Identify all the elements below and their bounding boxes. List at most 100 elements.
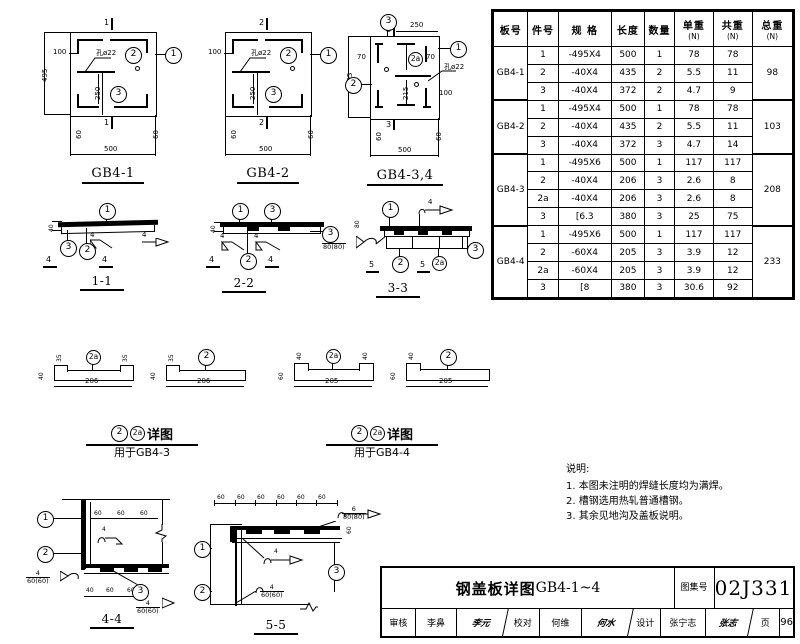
cell-unit-weight: 3.9 xyxy=(674,261,714,280)
right-edge xyxy=(162,499,163,525)
rib-block xyxy=(247,227,259,231)
cell-spec: [6.3 xyxy=(557,207,612,227)
dim-ext-bot-l xyxy=(70,115,71,156)
dim-thickness: 60 xyxy=(278,372,285,380)
drawing-title-cn: 钢盖板详图 xyxy=(455,579,536,598)
cell-sum-weight: 75 xyxy=(712,207,753,227)
cell-qty: 3 xyxy=(643,135,676,155)
section-cut-line-bottom xyxy=(393,119,395,130)
parts-table: 板号 件号 规 格 长度 数量 单重 (N) 共重 (N) 总重 xyxy=(491,9,795,300)
dim-bot-60-b: 60 xyxy=(127,587,135,594)
hole-note: 孔ø22 xyxy=(251,49,272,57)
dim-ext-d xyxy=(276,500,277,506)
weld-symbol-b xyxy=(254,239,286,259)
section-view-2-2: 1 3 3 2 40 4 4 4 4 xyxy=(192,198,357,298)
col-unit-weight-unit: (N) xyxy=(688,32,700,41)
cell-qty: 3 xyxy=(643,278,676,299)
cell-part-no: 3 xyxy=(527,81,559,101)
col-qty: 数量 xyxy=(643,11,676,47)
bubble-2: 2 xyxy=(37,546,54,563)
leader-bubble-1 xyxy=(389,216,390,227)
bottom-line xyxy=(210,604,310,605)
plate-underside xyxy=(223,227,321,234)
rib-seg xyxy=(269,106,303,108)
section-caption-2-2: 2-2 xyxy=(222,276,266,293)
dim-bot-60-a: 60 xyxy=(106,587,114,594)
wall-face-inner xyxy=(90,502,91,564)
dim-notch-right: 40 xyxy=(362,352,369,360)
detail-title-row: 2 2a 详图 xyxy=(86,424,198,446)
hole-note: 孔ø22 xyxy=(444,63,465,71)
corner-angle xyxy=(230,528,236,542)
leader-bubble-2a xyxy=(438,248,439,257)
rib-seg xyxy=(146,39,148,53)
title-block: 钢盖板详图 GB4-1~4 图集号 02J331 审核 李鼻 李元 校对 何维 … xyxy=(380,566,795,638)
cell-length: 500 xyxy=(610,99,645,119)
dim-edge-a-60: 60 xyxy=(230,130,238,139)
cell-length: 435 xyxy=(610,63,645,83)
dim-top-60-b: 60 xyxy=(237,494,245,501)
cell-plate-no: GB4-3 xyxy=(492,153,529,227)
cover-plate xyxy=(230,526,340,530)
dim-top-60-f: 60 xyxy=(318,494,326,501)
cell-plate-no: GB4-1 xyxy=(492,46,529,101)
cell-part-no: 3 xyxy=(527,207,559,227)
rib-centre-horizontal xyxy=(232,71,270,73)
dim-top-60-e: 60 xyxy=(297,494,305,501)
detail-part-2a: 35 35 40 206 2a xyxy=(34,350,139,392)
dim-notch-right: 35 xyxy=(122,354,129,362)
bubble-1: 1 xyxy=(382,201,399,218)
cell-sum-weight: 8 xyxy=(712,189,753,209)
leader-bubble-3 xyxy=(387,29,388,37)
leader-bubble-3 xyxy=(109,568,142,587)
dim-ext-b xyxy=(235,500,236,506)
dim-ext-bot-l xyxy=(370,118,371,157)
dim-ext-f xyxy=(316,500,317,506)
cut-mark-right-line xyxy=(265,266,279,268)
bubble-3: 3 xyxy=(328,564,345,581)
rib-seg xyxy=(301,94,303,108)
cell-qty: 2 xyxy=(643,117,676,137)
weld-tag-mid: 4 xyxy=(274,548,278,555)
dim-height-495: 495 xyxy=(41,68,49,82)
top-surface-line xyxy=(62,499,170,500)
rib-seg xyxy=(232,39,234,53)
part-profile xyxy=(54,370,134,381)
cell-total-weight: 98 xyxy=(751,46,794,101)
rib-centre-horizontal xyxy=(77,71,115,73)
col-spec: 规 格 xyxy=(557,11,612,47)
cell-length: 206 xyxy=(610,171,645,191)
bubble-1: 1 xyxy=(37,511,54,528)
cell-part-no: 3 xyxy=(527,278,559,299)
vertical-web-inner xyxy=(241,530,242,604)
leader-bubble-2 xyxy=(52,553,81,554)
dim-left-100: 100 xyxy=(53,48,67,56)
part-notch-left xyxy=(166,365,180,372)
dim-leader-left xyxy=(214,222,223,223)
bubble-3-top: 3 xyxy=(264,203,281,220)
weld-fraction-left: 4 60(60) xyxy=(26,570,50,585)
cell-length: 435 xyxy=(610,117,645,137)
plate-underside xyxy=(60,224,156,235)
dim-line-bottom xyxy=(84,596,148,597)
cell-spec: -40X4 xyxy=(557,117,612,137)
cell-qty: 1 xyxy=(643,153,676,173)
leader-bubble-1 xyxy=(106,218,107,224)
dim-width-500: 500 xyxy=(398,146,412,154)
cell-sum-weight: 92 xyxy=(712,278,753,299)
bubble-2: 2 xyxy=(280,47,297,64)
cell-spec: -60X4 xyxy=(557,243,612,263)
page-label: 页 xyxy=(751,608,781,636)
cell-part-no: 1 xyxy=(527,153,559,173)
dim-top-60-b: 60 xyxy=(117,510,125,517)
cell-part-no: 2 xyxy=(527,117,559,137)
part-notch-left xyxy=(406,363,421,371)
dim-line-length xyxy=(166,386,244,387)
cell-spec: -40X4 xyxy=(557,189,612,209)
cell-spec: -495X6 xyxy=(557,225,612,245)
col-unit-weight: 单重 (N) xyxy=(674,11,714,47)
hole-symbol xyxy=(135,66,140,71)
